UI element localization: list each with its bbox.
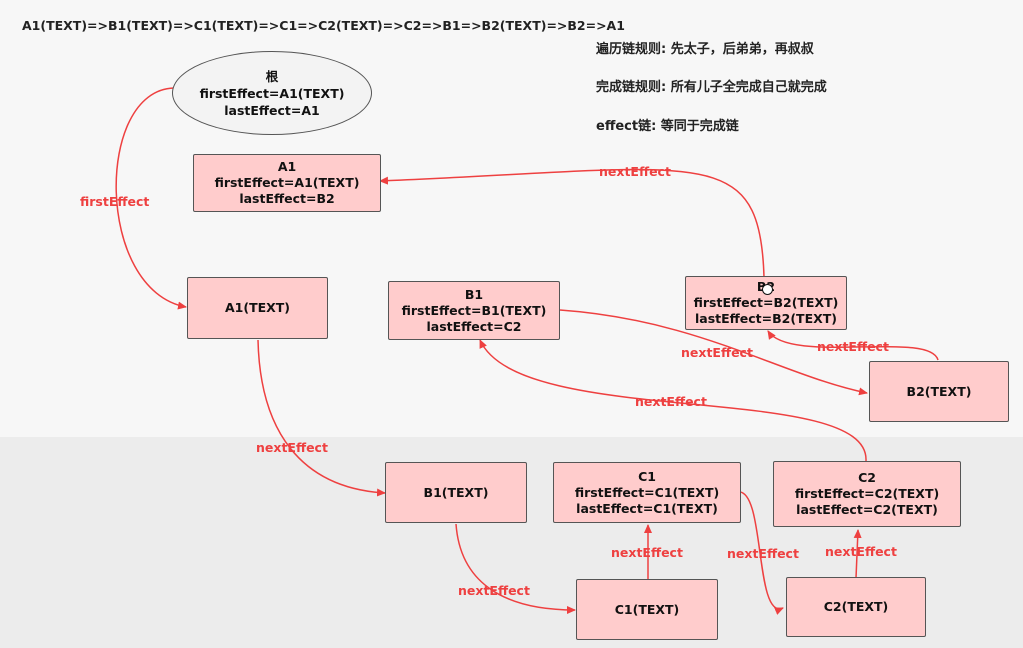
root-first-effect: firstEffect=A1(TEXT) (199, 85, 345, 101)
c1-last-effect: lastEffect=C1(TEXT) (576, 500, 718, 516)
node-a1-text[interactable]: A1(TEXT) (187, 277, 328, 339)
label-first-effect: firstEffect (80, 194, 149, 209)
label-next-effect-c1text-c1: nextEffect (611, 545, 683, 560)
c2-last-effect: lastEffect=C2(TEXT) (796, 502, 938, 517)
label-next-effect-b1text-c1text: nextEffect (458, 583, 530, 598)
a1-last-effect: lastEffect=B2 (239, 191, 335, 206)
node-b1-text[interactable]: B1(TEXT) (385, 462, 527, 523)
edge-c2-b1 (479, 339, 867, 462)
effect-rule: effect链: 等同于完成链 (596, 119, 739, 134)
edge-c2text-c2 (853, 529, 862, 579)
c2-title: C2 (858, 470, 876, 485)
node-b2-text[interactable]: B2(TEXT) (869, 361, 1009, 422)
c1-first-effect: firstEffect=C1(TEXT) (574, 484, 720, 500)
edge-a1text-b1text (257, 339, 386, 497)
b2-last-effect: lastEffect=B2(TEXT) (694, 311, 838, 326)
mouse-cursor-icon (762, 284, 773, 295)
node-b1[interactable]: B1 firstEffect=B1(TEXT) lastEffect=C2 (388, 281, 560, 340)
edge-b1-b2text (559, 309, 868, 396)
c1-text-title: C1(TEXT) (614, 601, 680, 617)
c2-first-effect: firstEffect=C2(TEXT) (794, 486, 940, 501)
edge-b1text-c1text (455, 523, 576, 614)
b2-text-title: B2(TEXT) (906, 383, 972, 399)
b2-first-effect: firstEffect=B2(TEXT) (693, 295, 839, 310)
a1-first-effect: firstEffect=A1(TEXT) (214, 175, 360, 190)
label-next-effect-c2-b1: nextEffect (635, 394, 707, 409)
a1-title: A1 (277, 159, 297, 174)
label-next-effect-b1-b2text: nextEffect (681, 345, 753, 360)
label-next-effect-c1-c2text: nextEffect (727, 546, 799, 561)
root-title: 根 (265, 68, 279, 84)
traversal-rule: 遍历链规则: 先太子，后弟弟，再叔叔 (596, 42, 814, 57)
label-next-effect-a1text-b1text: nextEffect (256, 440, 328, 455)
completion-sequence: A1(TEXT)=>B1(TEXT)=>C1(TEXT)=>C1=>C2(TEX… (22, 18, 625, 33)
root-node[interactable]: 根 firstEffect=A1(TEXT) lastEffect=A1 (172, 51, 372, 135)
b1-text-title: B1(TEXT) (423, 484, 489, 500)
b1-title: B1 (464, 286, 484, 302)
c1-title: C1 (638, 468, 656, 484)
edge-b2text-b2 (767, 330, 939, 361)
c2-text-title: C2(TEXT) (823, 599, 889, 614)
node-c2-text[interactable]: C2(TEXT) (786, 577, 926, 637)
label-next-effect-b2-a1: nextEffect (599, 164, 671, 179)
node-c1-text[interactable]: C1(TEXT) (576, 579, 718, 640)
node-c1[interactable]: C1 firstEffect=C1(TEXT) lastEffect=C1(TE… (553, 462, 741, 523)
node-a1[interactable]: A1 firstEffect=A1(TEXT) lastEffect=B2 (193, 154, 381, 212)
a1-text-title: A1(TEXT) (224, 300, 291, 315)
edge-c1-c2text (739, 491, 784, 615)
root-last-effect: lastEffect=A1 (224, 102, 320, 118)
completion-rule: 完成链规则: 所有儿子全完成自己就完成 (596, 80, 827, 95)
label-next-effect-b2text-b2: nextEffect (817, 339, 889, 354)
b1-first-effect: firstEffect=B1(TEXT) (401, 302, 547, 318)
b1-last-effect: lastEffect=C2 (426, 318, 522, 334)
edge-b2-a1 (379, 168, 765, 278)
node-c2[interactable]: C2 firstEffect=C2(TEXT) lastEffect=C2(TE… (773, 461, 961, 527)
label-next-effect-c2text-c2: nextEffect (825, 544, 897, 559)
edge-root-a1text (115, 87, 187, 310)
